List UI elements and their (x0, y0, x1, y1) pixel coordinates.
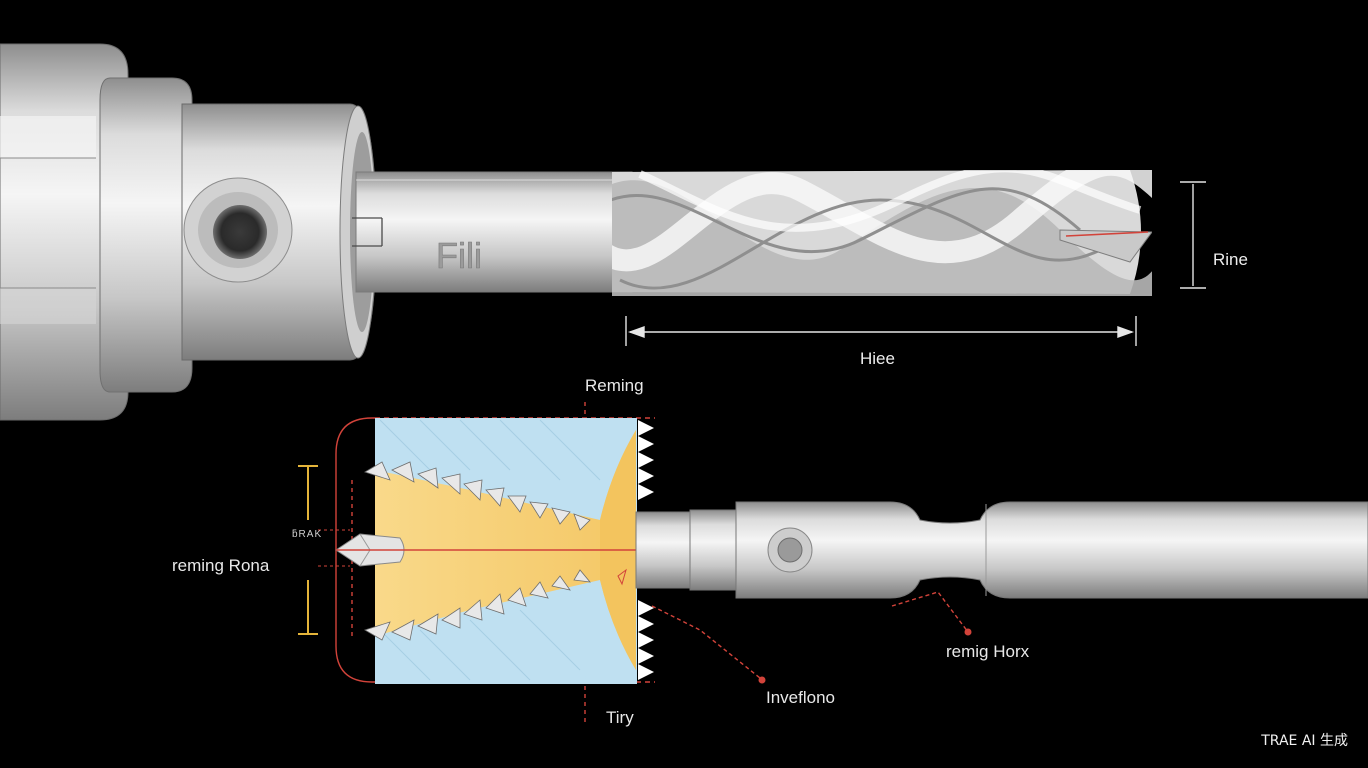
watermark: TRAE AI 生成 (1261, 733, 1348, 749)
pin-icon (777, 537, 803, 563)
section-height-dimension (298, 465, 318, 635)
upper-teeth (364, 461, 591, 531)
lower-shank (635, 501, 1368, 599)
length-label: Hiee (860, 349, 895, 368)
leader-dot-bottom (758, 676, 766, 684)
small-mark (617, 568, 627, 586)
drill-shank (352, 171, 633, 293)
section-leader (318, 529, 350, 567)
diameter-dimension (1180, 181, 1206, 289)
chuck-collar (99, 77, 193, 393)
chuck-side-hole (183, 177, 293, 283)
bottom-left-label: Tiry (606, 708, 634, 727)
diameter-label: Rine (1213, 250, 1248, 269)
shank-engraving: Fili (436, 235, 482, 276)
left-small-label: ƃRAK (292, 529, 323, 540)
lower-teeth (364, 569, 591, 641)
chuck-body (0, 43, 129, 421)
length-dimension (625, 316, 1137, 346)
bottom-middle-label: Inveflono (766, 688, 835, 707)
cutting-edge-teeth (638, 420, 654, 680)
leader-lines (651, 591, 969, 679)
section-fill (375, 418, 637, 684)
drill-flutes (612, 170, 1152, 296)
right-shank-label: remig Horx (946, 642, 1030, 661)
leader-dot-right (964, 628, 972, 636)
left-label: reming Rona (172, 556, 270, 575)
section-top-label: Reming (585, 376, 644, 395)
hole-icon (213, 205, 267, 259)
tip-marker-line (1065, 231, 1149, 237)
